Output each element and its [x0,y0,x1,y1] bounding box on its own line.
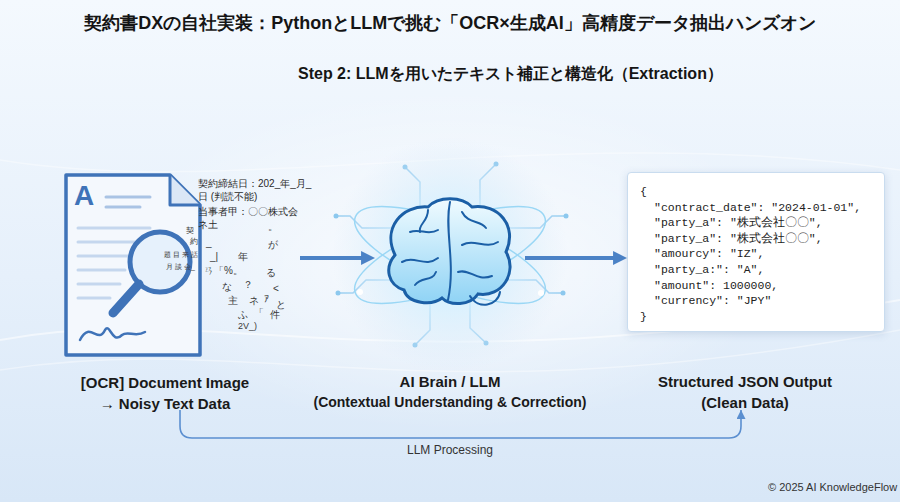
node-heading: Structured JSON Output [596,372,894,392]
garbled-char: 。 [268,220,278,233]
brain-outline [389,199,510,304]
json-line: "party_a": "株式会社〇〇", [654,215,823,230]
page-fold [170,175,200,205]
garbled-char: 題 目 来 話 [164,250,198,259]
brain-fold [462,212,486,228]
json-line: "contract_date": "2024-01-01", [654,200,861,215]
magnifier-handle [113,284,139,313]
noisy-text: 当事者甲：〇〇株式会ネ土 [198,205,302,231]
text-lines [106,197,150,207]
text-line [106,196,150,199]
text-line [78,283,120,286]
document-page [66,175,200,355]
document-icon [66,175,200,355]
brain-fold [462,242,498,245]
icon-letter: A [74,178,94,214]
json-line: "amount": 1000000, [654,278,778,293]
brain-glow [332,137,568,373]
garbled-char: 約 [190,237,198,247]
process-arrow [180,410,741,438]
llm-brain-node: AI Brain / LLM(Contextual Understanding … [375,150,525,410]
brain-fold [410,230,438,232]
brain-fold [420,210,428,232]
ocr-document-node: 契約締結日：202_年_月_日 (判読不能)当事者甲：〇〇株式会ネ土[OCR] … [60,165,300,410]
signature [80,328,145,340]
garbled-char: 年 [238,250,248,263]
orbit [343,187,556,323]
diagram-title: 契約書DXの自社実装：PythonとLLMで挑む「OCR×生成AI」高精度データ… [0,12,900,35]
brain-fold [470,292,500,305]
garbled-char: 件 [270,308,280,321]
garbled-char: 月 談 会_ [166,262,195,271]
garbled-char: ｱ [264,292,269,305]
garbled-char: _ [206,236,212,249]
text-line [78,297,110,300]
json-output-node: {"contract_date": "2024-01-01","party_a"… [627,172,885,410]
circuit-dot [334,214,339,219]
garbled-char: ？ [243,278,253,291]
orbit-dot [357,289,363,295]
garbled-char: 契 [186,226,194,236]
edge-label: LLM Processing [375,443,525,459]
node-heading: AI Brain / LLM [280,372,620,392]
json-line: "amourcy": "IZ", [654,246,764,261]
json-line: "currency": "JPY" [654,293,771,308]
brain-fold [402,258,438,262]
garbled-char: 2V_) [238,321,257,333]
text-line [78,255,130,258]
text-line [78,227,150,230]
circuit-dot [564,214,569,219]
noisy-text: 契約締結日：202_年_月_日 (判読不能) [198,177,316,203]
subtitle: Step 2: LLMを用いたテキスト補正と構造化（Extraction） [298,64,723,85]
json-line: { [640,184,647,199]
garbled-char: _| [210,250,218,263]
orbit [343,187,556,323]
garbled-char: ネ [249,294,259,307]
flow-arrow [300,256,370,260]
garbled-char: ㄢ「%。 [204,264,243,277]
json-line: "party_a:": "A", [654,262,764,277]
orbit-dot [538,290,544,296]
text-line [106,206,140,209]
text-line [78,241,140,244]
garbled-char: が [268,238,278,251]
brain-fold [415,272,436,285]
node-subheading: (Clean Data) [596,393,894,413]
json-line: } [640,309,647,324]
garbled-char: な [222,280,232,293]
text-line [78,269,125,272]
node-subheading: → Noisy Text Data [25,394,305,414]
brain-fold [448,202,451,300]
brain-folds [402,202,500,305]
node-subheading: (Contextual Understanding & Correction) [280,393,620,411]
garbled-char: ふ [238,308,248,321]
brain-fold [458,271,492,277]
garbled-char: < [273,282,279,295]
garbled-char: る [266,266,276,279]
json-line: "party_a": "株式会社〇〇", [654,231,823,246]
copyright-note: © 2025 AI KnowledgeFlow [768,480,897,494]
garbled-char: 主 [228,294,238,307]
flow-arrow [525,256,622,260]
brain-icon [389,199,510,305]
node-heading: [OCR] Document Image [25,373,305,393]
garbled-char: 「 [254,306,264,319]
